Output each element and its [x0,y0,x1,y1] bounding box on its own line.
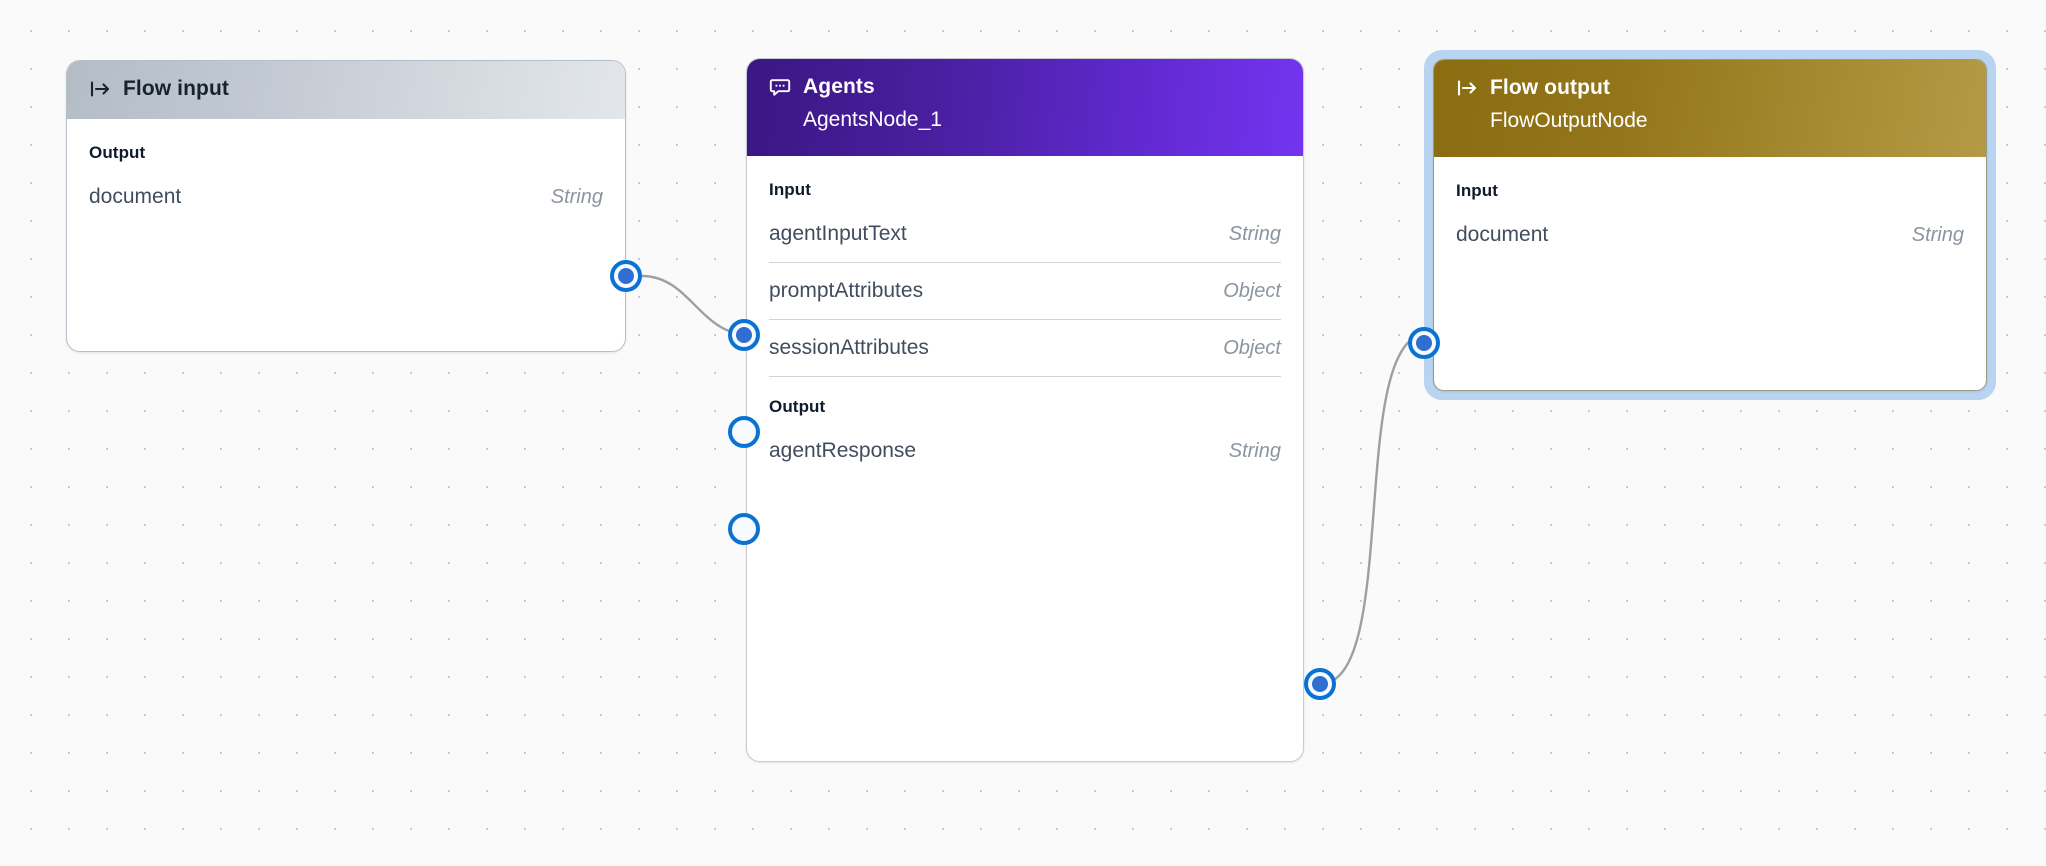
edge-agents-to-flowoutput [1319,332,1425,686]
port-row-promptattributes[interactable]: promptAttributes Object [769,263,1281,319]
node-flow-output-content: Input document String [1434,157,1986,289]
node-agents-header: Agents AgentsNode_1 [747,59,1303,156]
divider-2 [769,319,1281,320]
port-row-document[interactable]: document String [89,169,603,225]
section-label-output: Output [89,143,146,162]
node-agents-content: Input agentInputText String promptAttrib… [747,156,1303,505]
port-type-agentresponse: String [1228,439,1281,462]
port-name-document: document [1456,223,1549,246]
port-agents-sessionattributes[interactable] [728,513,760,545]
node-flow-output-header: Flow output FlowOutputNode [1434,60,1986,157]
flow-input-icon [89,78,111,100]
port-type-promptattributes: Object [1223,279,1281,302]
port-agents-agentresponse[interactable] [1304,668,1336,700]
port-row-sessionattributes[interactable]: sessionAttributes Object [769,320,1281,376]
node-flow-output-title: Flow output [1490,76,1611,99]
port-type-agentinputtext: String [1228,222,1281,245]
port-row-agentresponse[interactable]: agentResponse String [769,423,1281,479]
port-row-agentinputtext[interactable]: agentInputText String [769,206,1281,262]
node-flow-input-body: Flow input Output document String [66,60,626,352]
node-flow-input-title: Flow input [123,77,229,100]
port-agents-agentinputtext[interactable] [728,319,760,351]
port-name-agentresponse: agentResponse [769,439,917,462]
port-name-document: document [89,185,182,208]
node-agents-subtitle: AgentsNode_1 [803,108,942,131]
node-flow-output[interactable]: Flow output FlowOutputNode Input documen… [1408,50,1996,400]
port-type-document: String [1911,223,1964,246]
flow-output-icon [1456,77,1478,99]
port-flow-output-document[interactable] [1408,327,1440,359]
section-label-input: Input [1456,181,1499,200]
port-flow-input-document[interactable] [610,260,642,292]
port-row-document[interactable]: document String [1456,207,1964,263]
node-agents-title: Agents [803,75,875,98]
chat-bubble-icon [769,76,791,98]
section-label-input: Input [769,180,812,199]
node-flow-input[interactable]: Flow input Output document String [66,60,642,352]
divider-1 [769,262,1281,263]
port-type-document: String [550,185,603,208]
node-flow-input-content: Output document String [67,119,625,251]
node-agents[interactable]: Agents AgentsNode_1 Input agentInputText… [728,58,1336,762]
divider-3 [769,376,1281,377]
section-label-output: Output [769,397,826,416]
node-flow-output-subtitle: FlowOutputNode [1490,109,1648,132]
port-name-agentinputtext: agentInputText [769,222,907,245]
node-flow-output-body: Flow output FlowOutputNode Input documen… [1433,59,1987,391]
node-agents-body: Agents AgentsNode_1 Input agentInputText… [746,58,1304,762]
port-name-sessionattributes: sessionAttributes [769,336,929,359]
port-name-promptattributes: promptAttributes [769,279,924,302]
port-type-sessionattributes: Object [1223,336,1281,359]
port-agents-promptattributes[interactable] [728,416,760,448]
node-flow-input-header: Flow input [67,61,625,119]
